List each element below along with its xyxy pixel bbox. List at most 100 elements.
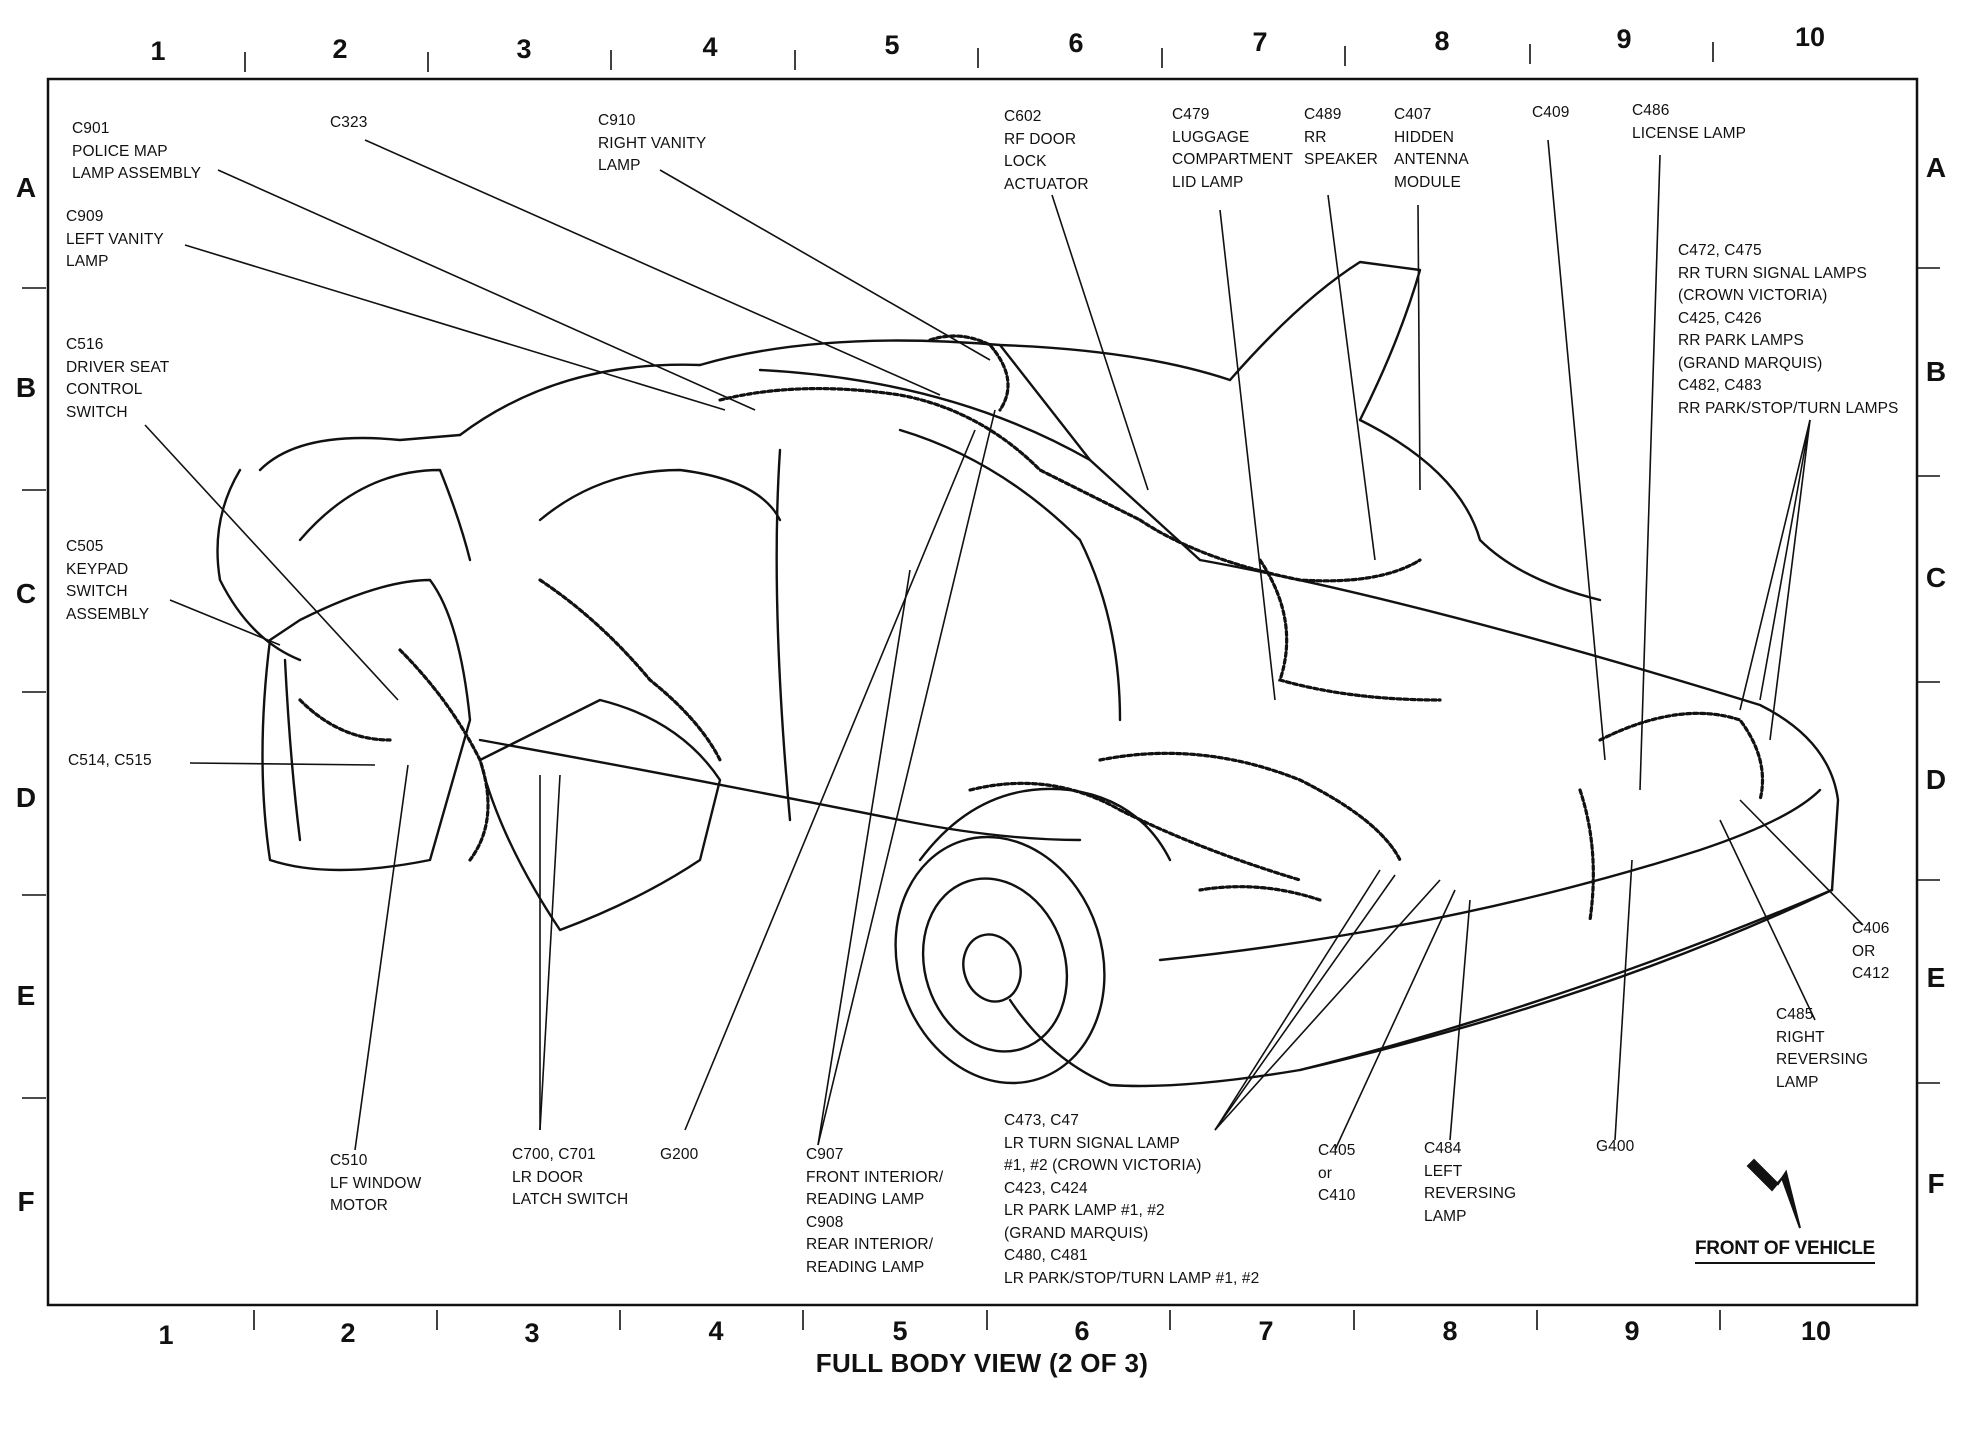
grid-col-top-3: 3 — [516, 34, 532, 64]
label-line: READING LAMP — [806, 1191, 925, 1208]
label-line: MODULE — [1394, 173, 1461, 191]
label-line: (GRAND MARQUIS) — [1004, 1224, 1149, 1242]
label-c907: C907 FRONT INTERIOR/ READING LAMP C908 R… — [806, 1144, 943, 1279]
grid-col-bottom-7: 7 — [1258, 1316, 1274, 1346]
grid-row-right-a: A — [1925, 152, 1947, 183]
label-line: C514, C515 — [68, 752, 152, 769]
label-line: C907 — [806, 1146, 844, 1163]
grid-row-left-e: E — [16, 980, 36, 1011]
label-line: RIGHT — [1776, 1028, 1825, 1046]
label-line: MOTOR — [330, 1197, 388, 1214]
label-line: REVERSING — [1424, 1185, 1517, 1202]
label-c484: C484 LEFT REVERSING LAMP — [1424, 1138, 1516, 1228]
label-line: C407 — [1394, 106, 1432, 123]
label-line: C406 — [1852, 920, 1890, 937]
label-line: SWITCH — [66, 583, 128, 600]
label-line: ACTUATOR — [1004, 175, 1089, 193]
label-line: RR PARK/STOP/TURN LAMPS — [1678, 399, 1899, 417]
label-line: C425, C426 — [1678, 309, 1762, 327]
label-g400: G400 — [1596, 1136, 1634, 1159]
label-line: C485 — [1776, 1006, 1814, 1023]
label-line: READING LAMP — [806, 1258, 925, 1276]
grid-col-top-10: 10 — [1794, 22, 1826, 52]
label-c516: C516 DRIVER SEAT CONTROL SWITCH — [66, 334, 169, 424]
label-line: C505 — [66, 538, 104, 555]
grid-col-bottom-5: 5 — [892, 1316, 908, 1346]
grid-col-top-1: 1 — [150, 36, 166, 66]
grid-col-top-2: 2 — [332, 34, 348, 64]
label-line: C412 — [1852, 965, 1890, 982]
label-line: or — [1318, 1164, 1332, 1182]
label-line: C323 — [330, 114, 368, 131]
grid-row-left-b: B — [15, 372, 37, 403]
bottom-grid-ticks — [253, 1310, 1721, 1330]
grid-col-top-5: 5 — [884, 30, 900, 60]
label-line: LEFT VANITY — [66, 230, 164, 248]
label-line: KEYPAD — [66, 560, 129, 578]
label-c700: C700, C701 LR DOOR LATCH SWITCH — [512, 1144, 628, 1212]
label-line: (GRAND MARQUIS) — [1678, 354, 1823, 372]
label-line: REVERSING — [1776, 1051, 1869, 1068]
front-of-vehicle-label: FRONT OF VEHICLE — [1695, 1238, 1875, 1264]
label-line: C479 — [1172, 106, 1210, 123]
label-line: LR DOOR — [512, 1168, 584, 1186]
grid-col-top-8: 8 — [1434, 26, 1450, 56]
vehicle-outline — [216, 260, 1840, 1088]
grid-row-right-e: E — [1926, 962, 1946, 993]
label-line: LEFT — [1424, 1162, 1463, 1180]
grid-col-bottom-10: 10 — [1800, 1316, 1832, 1346]
label-c472: C472, C475 RR TURN SIGNAL LAMPS (CROWN V… — [1678, 240, 1899, 420]
diagram-frame — [46, 77, 1919, 1307]
front-arrow-icon — [1746, 1158, 1801, 1229]
label-line: ASSEMBLY — [66, 605, 150, 623]
view-title: FULL BODY VIEW (2 OF 3) — [815, 1348, 1149, 1378]
label-line: SWITCH — [66, 403, 128, 421]
label-c473: C473, C47 LR TURN SIGNAL LAMP #1, #2 (CR… — [1004, 1110, 1259, 1290]
grid-col-top-9: 9 — [1616, 24, 1632, 54]
label-line: RF DOOR — [1004, 130, 1077, 148]
grid-col-bottom-8: 8 — [1442, 1316, 1458, 1346]
label-c405: C405 or C410 — [1318, 1140, 1355, 1208]
grid-col-top-6: 6 — [1068, 28, 1084, 58]
label-c323: C323 — [330, 112, 367, 135]
label-line: COMPARTMENT — [1172, 151, 1294, 168]
label-line: FRONT INTERIOR/ — [806, 1168, 944, 1186]
label-line: G400 — [1596, 1138, 1635, 1155]
label-line: C516 — [66, 336, 104, 353]
label-line: C910 — [598, 112, 636, 129]
label-line: LAMP ASSEMBLY — [72, 165, 202, 182]
label-c489: C489 RR SPEAKER — [1304, 104, 1378, 172]
label-c510: C510 LF WINDOW MOTOR — [330, 1150, 421, 1218]
label-line: LATCH SWITCH — [512, 1191, 629, 1208]
grid-col-bottom-4: 4 — [708, 1316, 724, 1346]
label-line: POLICE MAP — [72, 142, 168, 160]
label-line: RR — [1304, 128, 1327, 146]
label-line: ANTENNA — [1394, 151, 1469, 168]
label-line: C473, C47 — [1004, 1112, 1080, 1129]
grid-col-bottom-9: 9 — [1624, 1316, 1640, 1346]
grid-row-left-f: F — [17, 1186, 35, 1217]
label-line: C510 — [330, 1152, 368, 1169]
label-c486: C486 LICENSE LAMP — [1632, 100, 1746, 145]
label-line: LAMP — [598, 157, 641, 174]
label-line: HIDDEN — [1394, 128, 1455, 146]
label-line: LAMP — [66, 253, 109, 270]
label-line: C423, C424 — [1004, 1179, 1088, 1197]
label-line: C602 — [1004, 108, 1042, 125]
label-line: RR TURN SIGNAL LAMPS — [1678, 264, 1867, 282]
grid-row-right-b: B — [1925, 356, 1947, 387]
grid-col-top-4: 4 — [702, 32, 718, 62]
label-line: LUGGAGE — [1172, 128, 1250, 146]
label-c406: C406 OR C412 — [1852, 918, 1889, 986]
label-line: OR — [1852, 942, 1876, 960]
label-line: LR PARK LAMP #1, #2 — [1004, 1202, 1165, 1219]
label-line: C484 — [1424, 1140, 1462, 1157]
label-line: LR PARK/STOP/TURN LAMP #1, #2 — [1004, 1269, 1260, 1287]
grid-row-left-a: A — [15, 172, 37, 203]
label-line: G200 — [660, 1146, 699, 1163]
label-c485: C485 RIGHT REVERSING LAMP — [1776, 1004, 1868, 1094]
label-line: RR PARK LAMPS — [1678, 332, 1804, 349]
top-grid-ticks — [244, 42, 1714, 72]
grid-row-right-c: C — [1925, 562, 1947, 593]
